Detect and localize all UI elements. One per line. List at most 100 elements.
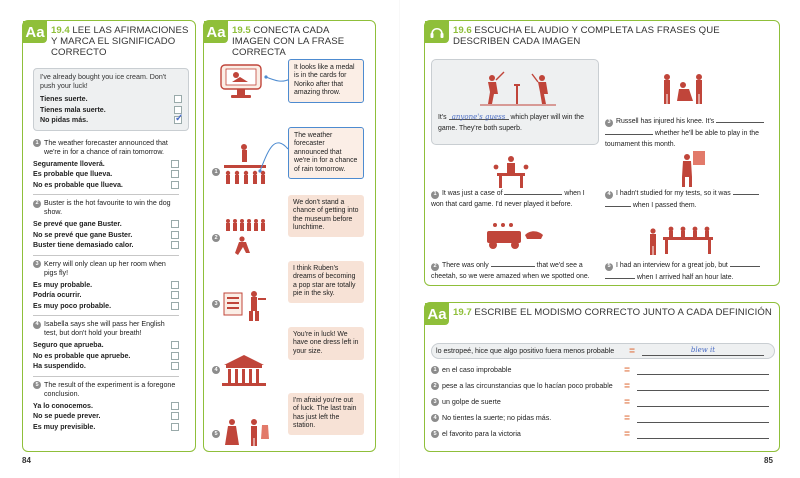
checkbox[interactable]	[171, 180, 179, 189]
item-number-badge: 5	[605, 262, 613, 271]
answer-blank[interactable]	[605, 271, 635, 279]
answer-blank[interactable]	[637, 365, 769, 375]
equals-sign: =	[624, 396, 630, 408]
option-row: No se puede prever.	[33, 411, 179, 422]
equals-sign: =	[629, 345, 635, 357]
page-gutter	[399, 0, 400, 478]
vocabulary-aa-icon: Aa	[204, 21, 228, 43]
divider	[33, 315, 179, 316]
option-row: No es probable que apruebe.	[33, 351, 179, 362]
answer-blank[interactable]	[637, 413, 769, 423]
item-number-badge: 5	[431, 430, 439, 439]
item-number-badge: 3	[431, 398, 439, 407]
checkbox[interactable]	[171, 301, 179, 310]
checkbox[interactable]	[171, 362, 179, 371]
caption-card[interactable]: The weather forecaster announced that we…	[288, 127, 364, 180]
caption-card[interactable]: We don't stand a chance of getting into …	[288, 195, 364, 237]
checkbox[interactable]	[174, 105, 182, 114]
page-number-left: 84	[22, 456, 31, 465]
caption-card[interactable]: It looks like a medal is in the cards fo…	[288, 59, 364, 103]
checkbox[interactable]	[171, 241, 179, 250]
item-number-badge: 2	[431, 382, 439, 391]
option-row: Es muy poco probable.	[33, 301, 179, 312]
item-number-badge: 3	[605, 118, 613, 127]
option-row: No es probable que llueva.	[33, 180, 179, 191]
checkbox[interactable]	[171, 401, 179, 410]
item-number-badge: 1	[431, 190, 439, 199]
equals-sign: =	[624, 412, 630, 424]
example-answer: anyone's guess	[448, 112, 509, 121]
option-row: Es muy probable.	[33, 280, 179, 291]
checkbox[interactable]	[171, 412, 179, 421]
answer-blank[interactable]	[637, 429, 769, 439]
answer-blank[interactable]	[716, 115, 765, 123]
headphones-icon	[425, 21, 449, 43]
option-row: Buster tiene demasiado calor.	[33, 240, 179, 251]
answer-blank[interactable]	[504, 187, 563, 195]
option-row: Podría ocurrir.	[33, 290, 179, 301]
example-answer: blew it	[642, 346, 764, 356]
checkbox[interactable]	[171, 230, 179, 239]
checkbox[interactable]	[171, 291, 179, 300]
exercise-title: Escucha el audio y completa las frases q…	[453, 25, 720, 47]
answer-blank[interactable]	[732, 187, 759, 195]
example-box: I've already bought you ice cream. Don't…	[33, 68, 189, 131]
caption-card[interactable]: You're in luck! We have one dress left i…	[288, 327, 364, 361]
question-number-badge: 5	[33, 381, 41, 389]
job-interview-illustration	[650, 226, 713, 255]
exercise-19-4-panel: Aa 19.4 Lee las afirmaciones y marca el …	[22, 20, 196, 452]
option-row: Tienes suerte.	[40, 94, 182, 105]
exercise-header: 19.6 Escucha el audio y completa las fra…	[425, 21, 779, 47]
caption-card[interactable]: I'm afraid you're out of luck. The last …	[288, 393, 364, 435]
checkbox[interactable]	[171, 170, 179, 179]
injured-knee-illustration	[664, 74, 702, 104]
item-number-badge: 1	[212, 167, 220, 176]
answer-blank[interactable]	[637, 397, 769, 407]
exercise-number: 19.6	[453, 25, 472, 36]
option-row: Ha suspendido.	[33, 361, 179, 372]
exercise-19-7-panel: Aa 19.7 Escribe el modismo correcto junt…	[424, 302, 780, 452]
checkbox-checked[interactable]: ✓	[174, 113, 183, 125]
checkbox[interactable]	[174, 95, 182, 104]
dress-shop-illustration	[225, 419, 269, 446]
answer-blank[interactable]	[490, 259, 535, 267]
option-row: Se prevé que gane Buster.	[33, 219, 179, 230]
checkbox[interactable]	[171, 341, 179, 350]
answer-blank[interactable]	[605, 127, 653, 135]
exercise-19-6-panel: 19.6 Escucha el audio y completa las fra…	[424, 20, 780, 286]
caption-card[interactable]: I think Ruben's dreams of becoming a pop…	[288, 261, 364, 303]
exercise-19-5-panel: Aa 19.5 Conecta cada imagen con la frase…	[203, 20, 376, 452]
option-row: Es probable que llueva.	[33, 169, 179, 180]
vocabulary-aa-icon: Aa	[425, 303, 449, 325]
item-number-badge: 2	[431, 262, 439, 271]
train-station-illustration	[222, 355, 266, 386]
question-number-badge: 2	[33, 199, 41, 208]
checkbox[interactable]	[171, 422, 179, 431]
exercise-number: 19.5	[232, 25, 251, 36]
checkbox[interactable]	[171, 280, 179, 289]
checkbox[interactable]	[171, 351, 179, 360]
option-row: No se prevé que gane Buster.	[33, 230, 179, 241]
answer-blank[interactable]	[729, 259, 760, 267]
safari-cheetah-illustration	[487, 223, 543, 249]
checkbox[interactable]	[171, 159, 179, 168]
item-number-badge: 4	[431, 414, 439, 423]
answer-blank[interactable]	[637, 381, 769, 391]
example-prompt: I've already bought you ice cream. Don't…	[40, 73, 167, 90]
checkbox[interactable]	[171, 220, 179, 229]
exercise-header: Aa 19.4 Lee las afirmaciones y marca el …	[23, 21, 195, 58]
equals-sign: =	[624, 428, 630, 440]
exercise-number: 19.4	[51, 25, 70, 36]
answer-blank[interactable]	[605, 199, 631, 207]
